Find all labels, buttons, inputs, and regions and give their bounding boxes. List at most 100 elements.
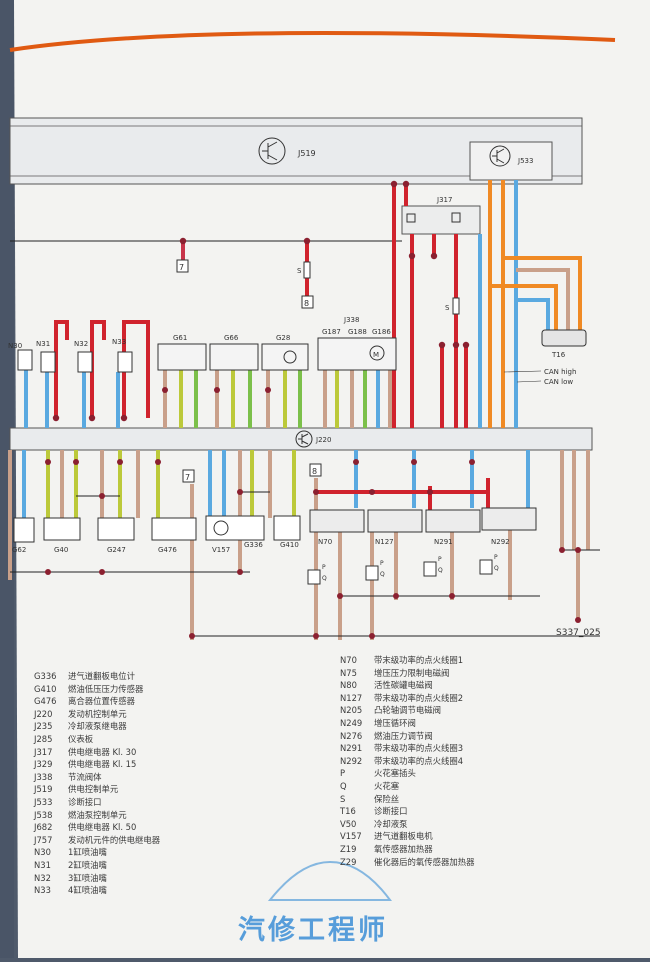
g28-label: G28 (276, 334, 290, 342)
fuse-icon (452, 297, 460, 315)
j220-transistor-icon (295, 430, 313, 448)
svg-text:Q: Q (322, 575, 327, 582)
g336-label: G336 (244, 541, 263, 549)
v157-label: V157 (212, 546, 230, 554)
g247-label: G247 (107, 546, 126, 554)
diagram-reference: S337_025 (556, 628, 601, 638)
header-orange-line (9, 30, 616, 52)
connector-8-box (301, 295, 314, 309)
svg-text:P: P (380, 560, 384, 567)
connector-7-box-lower (182, 469, 195, 483)
n30-label: N30 (8, 342, 22, 350)
fuse-icon (303, 261, 311, 279)
watermark-text: 汽修工程师 (238, 915, 388, 946)
svg-text:P: P (494, 554, 498, 561)
j317-box (401, 205, 481, 235)
svg-text:M: M (373, 351, 379, 359)
connector-8-label-lower: 8 (312, 467, 317, 476)
connector-7-label: 7 (179, 263, 184, 272)
upper-wires (10, 180, 582, 428)
n33-label: N33 (112, 338, 126, 346)
svg-text:Q: Q (494, 565, 499, 572)
g66-label: G66 (224, 334, 239, 342)
j519-label: J519 (297, 149, 316, 158)
svg-text:P: P (322, 564, 326, 571)
injector-group: N30 N31 N32 N33 (8, 338, 133, 373)
j317-label: J317 (436, 196, 452, 204)
spark-plug-group: P Q P Q P Q P Q (307, 554, 499, 585)
g476-label: G476 (158, 546, 177, 554)
j220-label: J220 (315, 436, 331, 444)
svg-text:Q: Q (380, 571, 385, 578)
g187-label: G187 (322, 328, 341, 336)
g410-label: G410 (280, 541, 299, 549)
n291-label: N291 (434, 538, 453, 546)
connector-8-label: 8 (304, 299, 309, 308)
knock-sensor-group: G61 G66 G28 (157, 334, 309, 371)
svg-text:P: P (438, 556, 442, 563)
t16-connector-icon (541, 329, 587, 347)
g188-label: G188 (348, 328, 367, 336)
n70-label: N70 (318, 538, 332, 546)
svg-text:Q: Q (438, 567, 443, 574)
n32-label: N32 (74, 340, 88, 348)
connector-8-box-lower (309, 463, 322, 477)
g40-label: G40 (54, 546, 68, 554)
watermark-car-icon (267, 860, 392, 901)
lower-sensor-group: G62 G40 G247 G476 V157 G336 G410 (12, 515, 301, 554)
n127-label: N127 (375, 538, 394, 546)
t16-label: T16 (551, 351, 566, 359)
j338-label: J338 (343, 316, 359, 324)
fuse-s-label-1: S (297, 267, 302, 275)
junction-dots (45, 180, 581, 639)
g61-label: G61 (173, 334, 187, 342)
fuse-s-label-2: S (445, 304, 450, 312)
can-low-label: CAN low (544, 378, 573, 386)
connector-7-box (176, 259, 189, 273)
connector-7-label-lower: 7 (185, 473, 190, 482)
can-high-label: CAN high (544, 368, 576, 376)
j533-label: J533 (517, 157, 533, 165)
j519-transistor-icon (258, 137, 286, 165)
n31-label: N31 (36, 340, 50, 348)
g62-label: G62 (12, 546, 26, 554)
n292-label: N292 (491, 538, 510, 546)
throttle-body-group: J338 G187 G188 G186 M (317, 316, 397, 371)
j533-transistor-icon (489, 145, 511, 167)
